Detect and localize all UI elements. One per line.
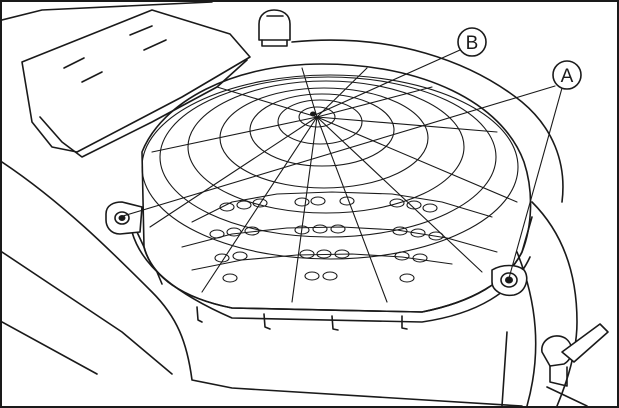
mounting-screw-left xyxy=(114,211,130,225)
callout-a-label: A xyxy=(561,66,574,87)
fan-guard xyxy=(105,63,533,331)
leader-line-b xyxy=(314,49,461,116)
callout-b: B xyxy=(457,27,487,57)
cooling-fins xyxy=(209,196,444,283)
leader-line-a-right xyxy=(508,87,563,279)
callout-b-label: B xyxy=(466,33,479,54)
mounting-screw-right xyxy=(500,272,518,288)
engine-housing xyxy=(2,2,578,406)
callout-b-circle xyxy=(457,27,487,57)
filler-cap xyxy=(258,9,291,47)
callout-a: A xyxy=(552,60,582,90)
control-lever xyxy=(541,323,609,406)
callout-a-circle xyxy=(552,60,582,90)
valve-cover xyxy=(21,9,251,158)
leader-line-a-left xyxy=(122,85,556,217)
fan-guard-center-marker xyxy=(310,111,316,117)
leader-lines xyxy=(122,49,563,279)
